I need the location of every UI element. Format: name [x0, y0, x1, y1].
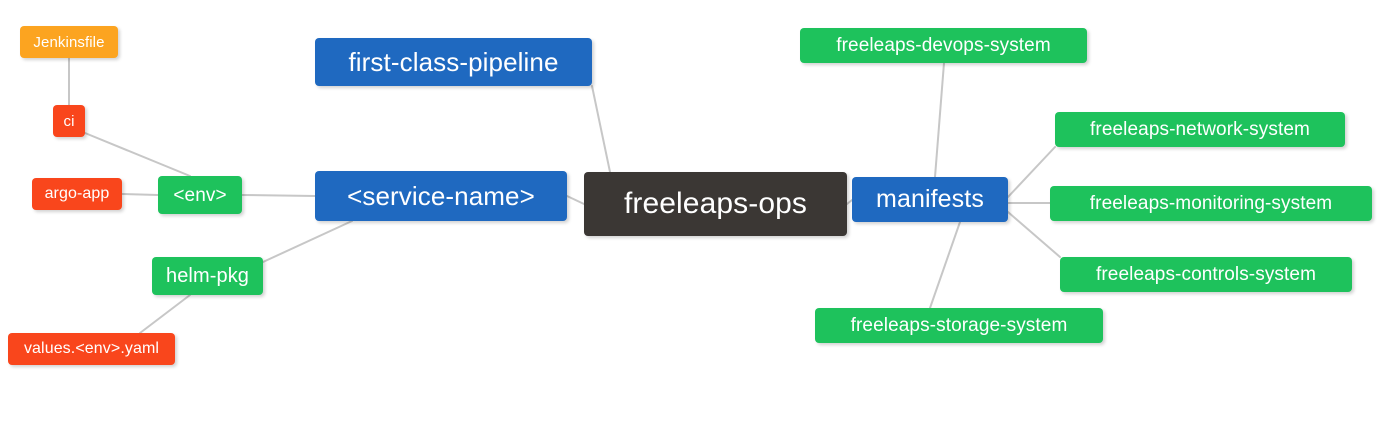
- node-values[interactable]: values.<env>.yaml: [8, 333, 175, 365]
- edge-service-to-env: [241, 194, 316, 197]
- node-pipeline[interactable]: first-class-pipeline: [315, 38, 592, 86]
- node-controls[interactable]: freeleaps-controls-system: [1060, 257, 1352, 292]
- node-devops[interactable]: freeleaps-devops-system: [800, 28, 1087, 63]
- edge-root-to-service: [566, 195, 585, 205]
- node-monitoring[interactable]: freeleaps-monitoring-system: [1050, 186, 1372, 221]
- node-storage[interactable]: freeleaps-storage-system: [815, 308, 1103, 343]
- node-jenkinsfile[interactable]: Jenkinsfile: [20, 26, 118, 58]
- node-service[interactable]: <service-name>: [315, 171, 567, 221]
- edge-manifests-to-storage: [929, 221, 961, 309]
- edge-env-to-argo: [121, 193, 159, 196]
- node-network[interactable]: freeleaps-network-system: [1055, 112, 1345, 147]
- node-manifests[interactable]: manifests: [852, 177, 1008, 222]
- node-ci[interactable]: ci: [53, 105, 85, 137]
- edge-helm-to-values: [139, 294, 191, 334]
- node-argo[interactable]: argo-app: [32, 178, 122, 210]
- node-root[interactable]: freeleaps-ops: [584, 172, 847, 236]
- edge-env-to-ci: [84, 132, 191, 177]
- edge-root-to-pipeline: [591, 85, 611, 173]
- edge-manifests-to-devops: [934, 62, 945, 178]
- edge-service-to-helm: [262, 220, 353, 263]
- edge-manifests-to-network: [1007, 146, 1056, 198]
- node-helm[interactable]: helm-pkg: [152, 257, 263, 295]
- node-env[interactable]: <env>: [158, 176, 242, 214]
